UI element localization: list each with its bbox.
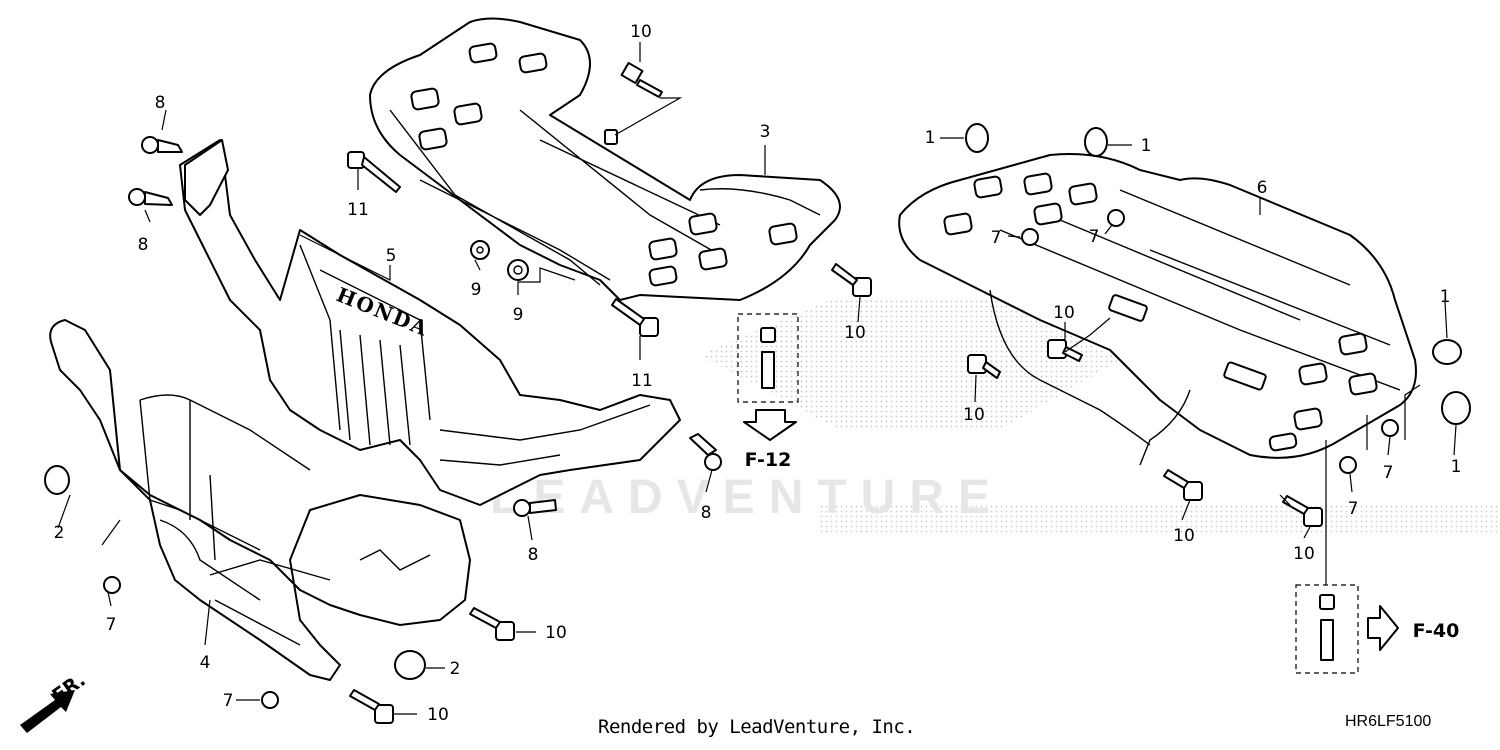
side-bracket (184, 139, 229, 216)
bolt-10-bumper-mid (469, 607, 515, 641)
grommet-2-b (394, 650, 426, 680)
callout-11b: 11 (631, 371, 653, 391)
callout-1b: 1 (1141, 136, 1152, 156)
front-grille-cover: HONDA (179, 139, 681, 506)
callout-10d: 10 (427, 705, 449, 725)
nut-9-a (470, 240, 490, 260)
clip-8-upper (141, 136, 183, 154)
watermark-text: LEADVENTURE (490, 471, 1004, 524)
ref-rear-label: F-40 (1413, 620, 1460, 642)
callout-1d: 1 (1451, 457, 1462, 477)
callout-10h: 10 (1293, 544, 1315, 564)
nut-7-bumper (261, 691, 279, 709)
callout-7e: 7 (1383, 463, 1394, 483)
bolt-11-top (347, 151, 401, 193)
callout-7f: 7 (1348, 499, 1359, 519)
callout-10a: 10 (630, 22, 652, 42)
bolt-10-top (620, 61, 663, 98)
grommet-1-c (1432, 339, 1462, 365)
watermark: LEADVENTURE (490, 300, 1500, 535)
grommet-1-b (1084, 127, 1108, 157)
rendered-by-footer: Rendered by LeadVenture, Inc. (598, 716, 916, 738)
diagram-code: HR6LF5100 (1345, 713, 1432, 730)
callout-8c: 8 (701, 503, 712, 523)
callout-8d: 8 (528, 545, 539, 565)
clip-8-bottom (513, 499, 557, 517)
callout-3: 3 (760, 122, 771, 142)
ref-box-front (737, 313, 799, 441)
front-carrier-rack (369, 17, 841, 301)
clip-8-lower (128, 188, 173, 206)
leader-lines (57, 42, 1457, 715)
bolt-10-rear-d (1282, 495, 1323, 527)
callout-1c: 1 (1440, 287, 1451, 307)
front-bumper-guard (49, 319, 471, 681)
nut-7-left (103, 576, 121, 594)
callout-10b: 10 (844, 323, 866, 343)
callout-10c: 10 (545, 623, 567, 643)
callout-9b: 9 (513, 305, 524, 325)
nut-9-b (507, 259, 529, 281)
ref-front-label: F-12 (745, 449, 792, 471)
nut-7-rear-a (1107, 209, 1125, 227)
nut-7-rear-b (1021, 228, 1039, 246)
bolt-11-bottom (611, 298, 659, 337)
callout-10e: 10 (1053, 303, 1075, 323)
callout-9a: 9 (471, 280, 482, 300)
callout-6: 6 (1257, 178, 1268, 198)
callout-7b: 7 (223, 691, 234, 711)
fasteners (44, 61, 1471, 724)
front-direction-arrow (20, 690, 75, 733)
bolt-10-front-rack (831, 263, 872, 297)
callout-1a: 1 (925, 128, 936, 148)
callout-7a: 7 (106, 615, 117, 635)
callout-2b: 2 (450, 659, 461, 679)
grommet-1-a (965, 123, 989, 153)
nut-7-rear-c (1381, 419, 1399, 437)
bolt-10-bumper-low (349, 689, 394, 724)
callout-5: 5 (386, 246, 397, 266)
callout-2a: 2 (54, 523, 65, 543)
callout-10g: 10 (1173, 526, 1195, 546)
callout-7d: 7 (991, 228, 1002, 248)
callout-7c: 7 (1089, 227, 1100, 247)
bolt-10-rear-b (1047, 339, 1083, 362)
bolt-10-rear-a (967, 354, 1001, 379)
callout-4: 4 (200, 653, 211, 673)
grommet-1-d (1441, 391, 1471, 425)
callout-10f: 10 (963, 405, 985, 425)
grommet-2-a (44, 465, 70, 495)
callout-11a: 11 (347, 200, 369, 220)
callout-8a: 8 (155, 93, 166, 113)
nut-7-rear-d (1339, 456, 1357, 474)
ref-box-rear (1295, 584, 1399, 674)
callout-8b: 8 (138, 235, 149, 255)
bolt-10-rear-c (1163, 469, 1203, 501)
clip-8-right (689, 433, 722, 471)
